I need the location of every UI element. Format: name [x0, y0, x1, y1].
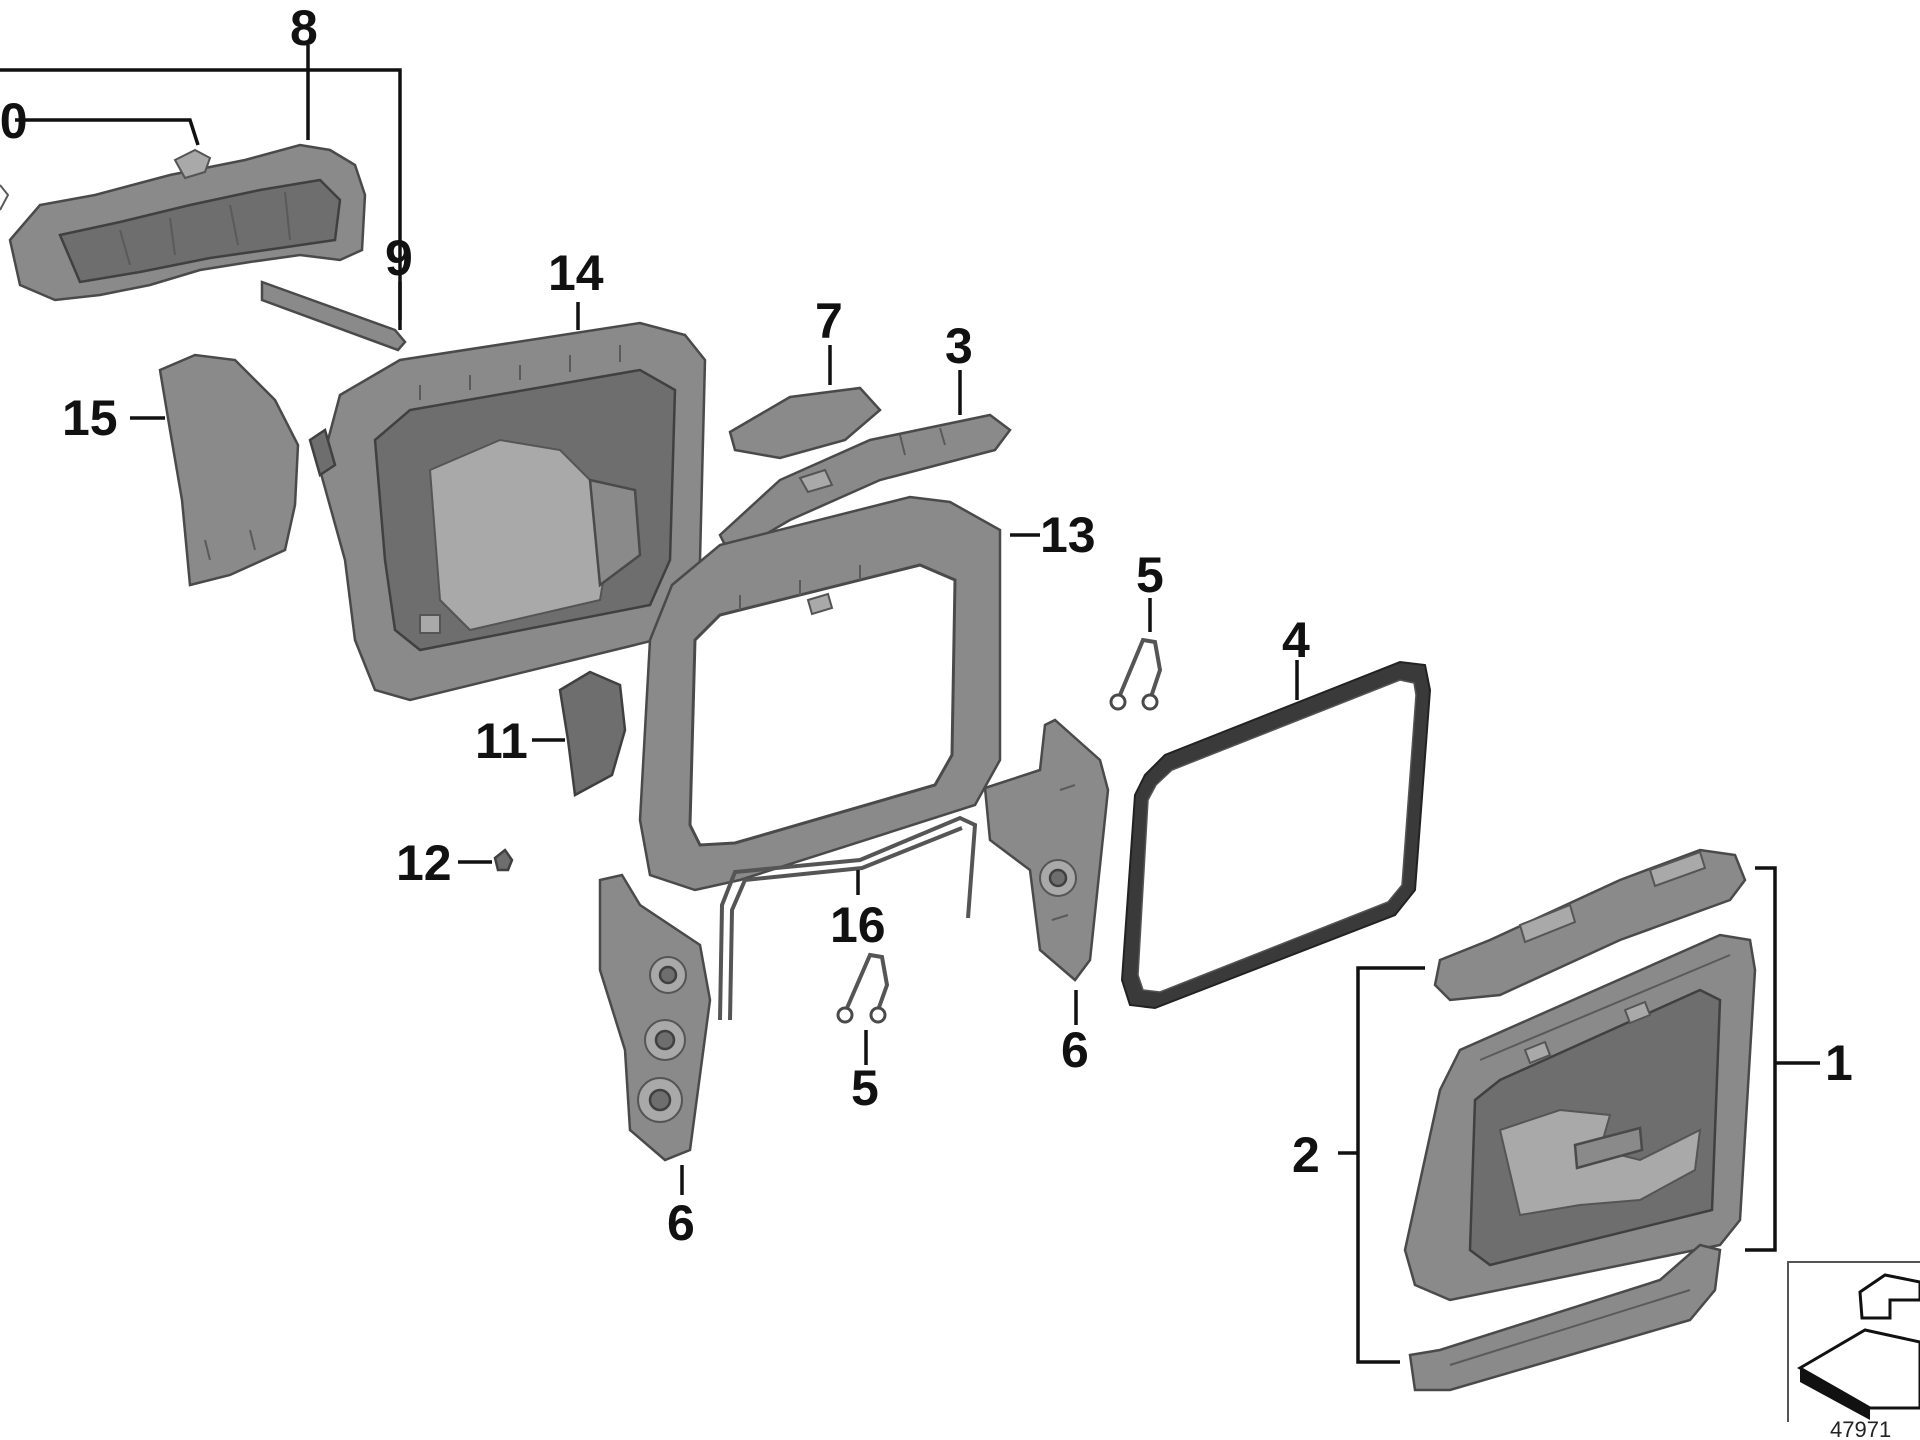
callout-8: 8 — [290, 0, 318, 56]
part-rod — [260, 280, 407, 352]
part-lid-trim-bottom — [1408, 1243, 1722, 1392]
part-screw — [493, 848, 514, 872]
callout-5-lower: 5 — [851, 1060, 879, 1116]
part-small-cover — [728, 386, 882, 460]
callout-6-right: 6 — [1061, 1022, 1089, 1078]
callout-9: 9 — [385, 230, 413, 286]
callout-labels: 8 10 9 14 15 7 3 13 5 4 11 12 16 5 6 6 1… — [0, 0, 1853, 1251]
callout-1: 1 — [1825, 1035, 1853, 1091]
reference-number: 47971 — [1830, 1417, 1891, 1440]
orientation-icon — [1787, 1261, 1920, 1422]
callout-16: 16 — [830, 897, 886, 953]
part-side-panel — [158, 353, 300, 587]
part-case-body — [308, 321, 707, 702]
part-frame — [638, 495, 1002, 892]
callout-5-upper: 5 — [1136, 547, 1164, 603]
part-lid-trim-top — [1433, 848, 1747, 1002]
part-seal-ring — [1120, 660, 1432, 1010]
part-hinge-plate-left — [598, 873, 712, 1162]
callout-11: 11 — [475, 713, 528, 769]
callout-7: 7 — [815, 293, 843, 349]
callout-15: 15 — [62, 390, 118, 446]
part-clip-upper — [1109, 637, 1163, 711]
callout-13: 13 — [1040, 507, 1096, 563]
callout-10: 10 — [0, 93, 28, 149]
callout-2: 2 — [1292, 1127, 1320, 1183]
part-insert — [558, 670, 627, 797]
callout-3: 3 — [945, 318, 973, 374]
callout-14: 14 — [548, 245, 604, 301]
leader-lines — [0, 45, 1820, 1364]
callout-12: 12 — [396, 835, 452, 891]
callout-4: 4 — [1282, 612, 1310, 668]
part-wire-bracket — [718, 815, 978, 1021]
part-hinge-plate-right — [983, 718, 1110, 982]
part-handle-carrier — [0, 143, 367, 302]
part-lid — [1403, 933, 1757, 1302]
part-clip-lower — [836, 952, 890, 1024]
callout-6-left: 6 — [667, 1195, 695, 1251]
